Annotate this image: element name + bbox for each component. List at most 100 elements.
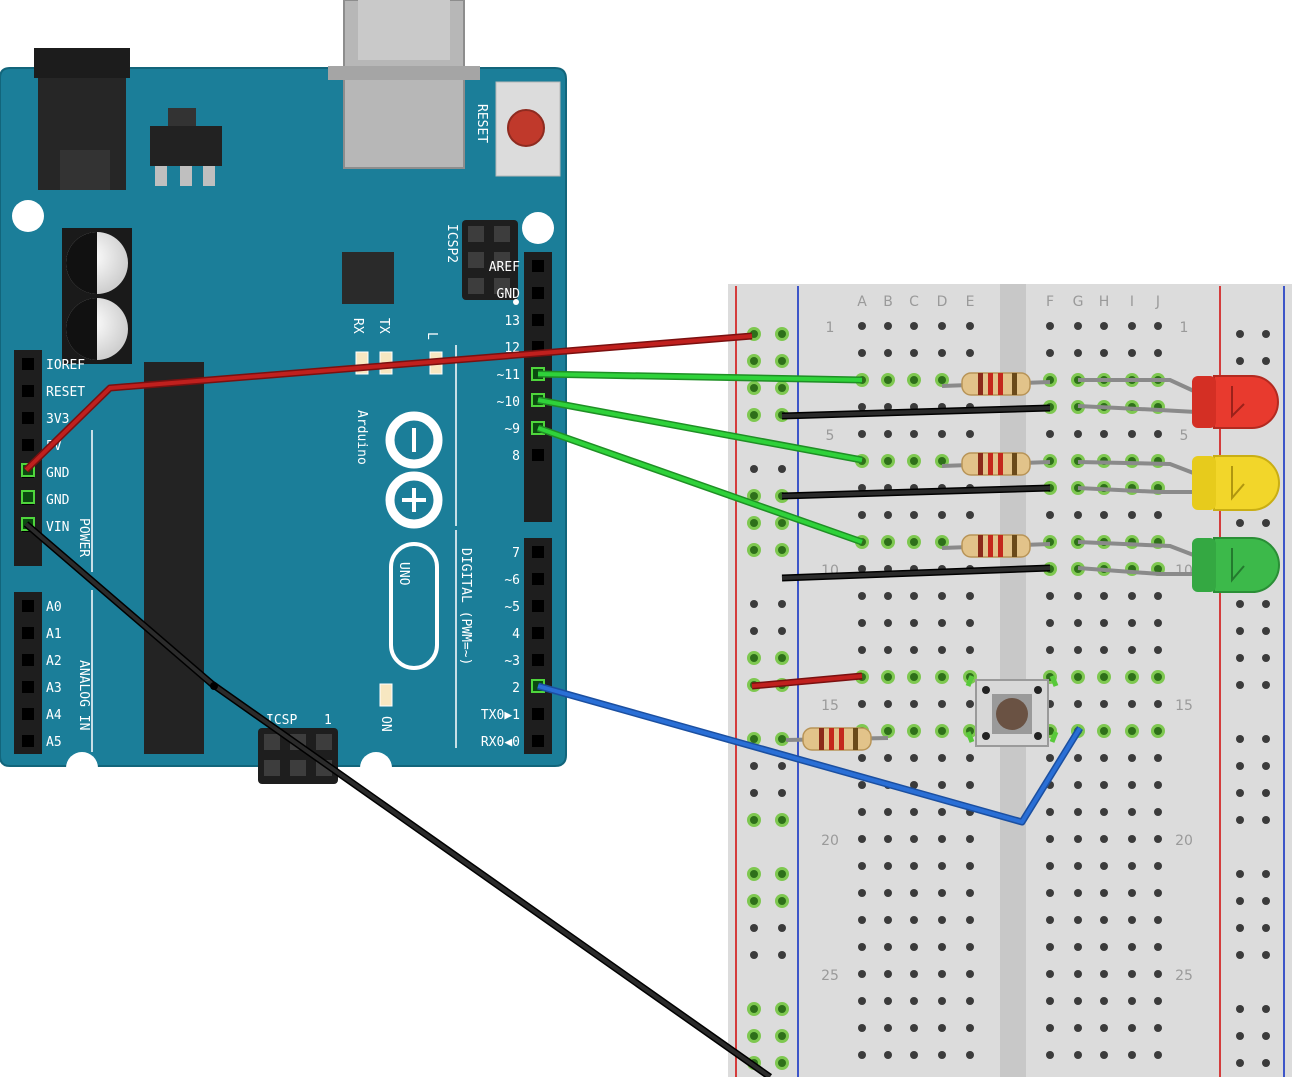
rail-hole[interactable] [1262,600,1270,608]
rail-hole[interactable] [1236,357,1244,365]
breadboard-hole[interactable] [966,943,974,951]
breadboard-hole[interactable] [938,835,946,843]
breadboard-hole[interactable] [1154,781,1162,789]
breadboard-hole[interactable] [1100,862,1108,870]
breadboard-hole[interactable] [1074,511,1082,519]
breadboard-hole[interactable] [1128,646,1136,654]
breadboard-hole[interactable] [910,376,918,384]
breadboard-hole[interactable] [966,322,974,330]
rail-hole[interactable] [750,627,758,635]
breadboard-hole[interactable] [1046,808,1054,816]
breadboard-hole[interactable] [1100,808,1108,816]
breadboard-hole[interactable] [938,808,946,816]
rail-hole[interactable] [1236,600,1244,608]
breadboard-hole[interactable] [938,970,946,978]
breadboard-hole[interactable] [858,700,866,708]
breadboard-hole[interactable] [884,457,892,465]
breadboard-hole[interactable] [1046,592,1054,600]
rail-hole[interactable] [1236,816,1244,824]
breadboard-hole[interactable] [938,592,946,600]
breadboard-hole[interactable] [1128,889,1136,897]
breadboard-hole[interactable] [858,835,866,843]
rail-hole[interactable] [1262,816,1270,824]
breadboard-hole[interactable] [938,754,946,762]
rail-hole[interactable] [1262,330,1270,338]
push-button[interactable] [965,675,1059,747]
breadboard-hole[interactable] [938,700,946,708]
breadboard-hole[interactable] [1100,646,1108,654]
breadboard-hole[interactable] [910,322,918,330]
breadboard-hole[interactable] [1074,781,1082,789]
breadboard-hole[interactable] [1128,727,1136,735]
header-pin[interactable] [22,654,34,666]
breadboard-hole[interactable] [910,592,918,600]
header-pin[interactable] [532,449,544,461]
rail-hole[interactable] [750,951,758,959]
breadboard-hole[interactable] [1128,1024,1136,1032]
breadboard-hole[interactable] [884,1024,892,1032]
breadboard-hole[interactable] [910,889,918,897]
breadboard-hole[interactable] [858,754,866,762]
breadboard-hole[interactable] [966,916,974,924]
breadboard-hole[interactable] [1154,889,1162,897]
breadboard-hole[interactable] [858,565,866,573]
breadboard-hole[interactable] [1046,754,1054,762]
breadboard-hole[interactable] [1074,889,1082,897]
breadboard-hole[interactable] [1074,835,1082,843]
breadboard-hole[interactable] [858,997,866,1005]
breadboard-hole[interactable] [910,808,918,816]
header-pin[interactable] [22,439,34,451]
breadboard-hole[interactable] [910,1051,918,1059]
breadboard-hole[interactable] [1074,916,1082,924]
breadboard-hole[interactable] [1100,997,1108,1005]
rail-hole[interactable] [1236,735,1244,743]
rail-hole[interactable] [1262,951,1270,959]
header-pin[interactable] [22,627,34,639]
rail-hole[interactable] [750,897,758,905]
breadboard-hole[interactable] [910,700,918,708]
breadboard-hole[interactable] [884,943,892,951]
rail-hole[interactable] [1236,789,1244,797]
breadboard-hole[interactable] [858,619,866,627]
breadboard-hole[interactable] [1100,781,1108,789]
rail-hole[interactable] [750,870,758,878]
rail-hole[interactable] [750,600,758,608]
breadboard-hole[interactable] [1154,808,1162,816]
rail-hole[interactable] [750,735,758,743]
breadboard-hole[interactable] [1046,943,1054,951]
breadboard-hole[interactable] [938,511,946,519]
breadboard-hole[interactable] [966,592,974,600]
rail-hole[interactable] [1236,924,1244,932]
breadboard-hole[interactable] [938,997,946,1005]
breadboard-hole[interactable] [1074,1051,1082,1059]
breadboard-hole[interactable] [1128,970,1136,978]
breadboard-hole[interactable] [1154,430,1162,438]
rail-hole[interactable] [778,1059,786,1067]
header-pin[interactable] [22,681,34,693]
breadboard-hole[interactable] [1154,673,1162,681]
rail-hole[interactable] [1236,627,1244,635]
header-pin[interactable] [532,287,544,299]
breadboard-hole[interactable] [1154,349,1162,357]
breadboard-hole[interactable] [858,403,866,411]
breadboard-hole[interactable] [1074,646,1082,654]
rail-hole[interactable] [778,924,786,932]
rail-hole[interactable] [1236,519,1244,527]
breadboard-hole[interactable] [910,511,918,519]
header-pin[interactable] [532,314,544,326]
breadboard-hole[interactable] [910,727,918,735]
breadboard-hole[interactable] [1154,997,1162,1005]
breadboard-hole[interactable] [910,349,918,357]
rail-hole[interactable] [778,357,786,365]
breadboard-hole[interactable] [1154,970,1162,978]
rail-hole[interactable] [778,519,786,527]
rail-hole[interactable] [1262,1032,1270,1040]
breadboard-hole[interactable] [884,835,892,843]
breadboard-hole[interactable] [884,889,892,897]
breadboard-hole[interactable] [1046,646,1054,654]
breadboard-hole[interactable] [884,808,892,816]
breadboard-hole[interactable] [938,727,946,735]
breadboard-hole[interactable] [966,997,974,1005]
breadboard-hole[interactable] [884,511,892,519]
rail-hole[interactable] [750,924,758,932]
